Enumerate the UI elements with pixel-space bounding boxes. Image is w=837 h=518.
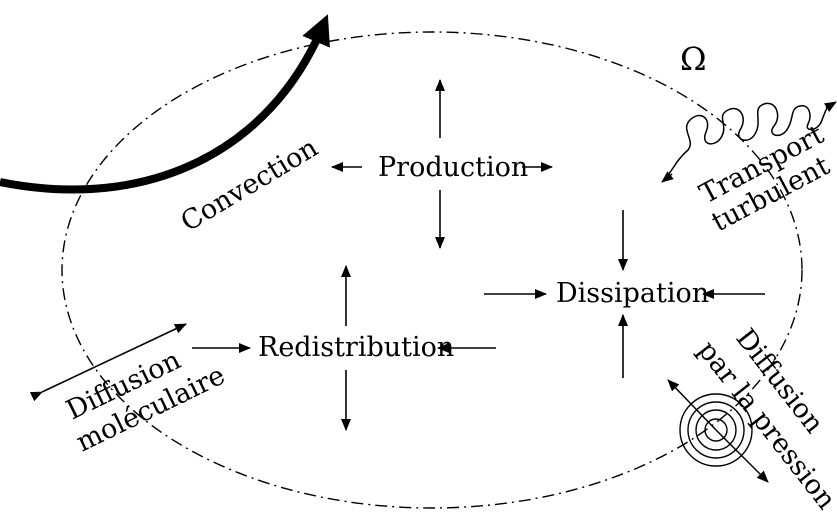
control-volume-boundary — [61, 31, 803, 509]
turbulent-transport-arrow-out — [823, 101, 837, 112]
dissipation-label: Dissipation — [556, 278, 709, 309]
convection-label: Convection — [176, 132, 324, 238]
redistribution-label: Redistribution — [258, 332, 454, 363]
convection-arrow — [0, 14, 330, 194]
molecular-diffusion-arrow — [29, 323, 187, 402]
turbulent-transport-eddy — [663, 102, 835, 181]
production-label: Production — [378, 152, 528, 183]
domain-omega-symbol: Ω — [680, 40, 707, 78]
turbulent-transport-arrow-in — [661, 171, 674, 183]
pressure-source-icon — [667, 379, 769, 483]
